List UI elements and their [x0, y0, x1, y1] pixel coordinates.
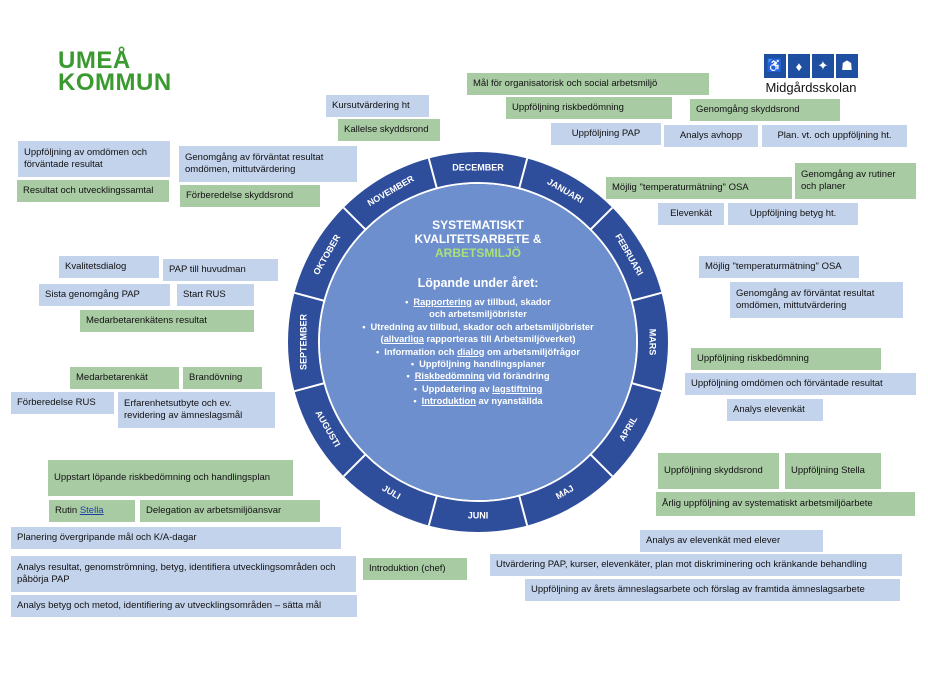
center-title-line: SYSTEMATISKT [432, 218, 524, 232]
month-label: JUNI [468, 510, 489, 520]
box-temp-osa-mar: Möjlig "temperaturmätning" OSA [699, 256, 859, 278]
box-genomg-forv-dec: Genomgång av förväntat resultat omdömen,… [179, 146, 357, 182]
center-content: SYSTEMATISKT KVALITETSARBETE & ARBETSMIL… [340, 218, 616, 408]
box-temp-osa-feb: Möjlig "temperaturmätning" OSA [606, 177, 792, 199]
umea-kommun-logo: UMEÅ KOMMUN [58, 47, 172, 96]
box-plan-vt: Plan. vt. och uppföljning ht. [762, 125, 907, 147]
logo-line-1: UMEÅ [58, 47, 131, 74]
logo-line-2: KOMMUN [58, 69, 172, 96]
box-start-rus: Start RUS [177, 284, 254, 306]
box-introduktion: Introduktion (chef) [363, 558, 467, 580]
center-title-line: KVALITETSARBETE & [414, 232, 542, 246]
box-elevenkat-feb: Elevenkät [658, 203, 724, 225]
box-uppf-skydd-maj: Uppföljning skyddsrond [658, 453, 779, 489]
logo-tiles: ♿ ♦ ✦ ☗ [764, 54, 858, 78]
box-uppf-omd-apr: Uppföljning omdömen och förväntade resul… [685, 373, 916, 395]
month-divider [517, 494, 529, 526]
center-title-line: ARBETSMILJÖ [434, 246, 521, 260]
month-divider [427, 494, 439, 526]
logo-school-name: Midgårdsskolan [765, 80, 857, 95]
running-list-item: Riskbedömning vid förändring [340, 370, 616, 382]
center-title: SYSTEMATISKT KVALITETSARBETE & ARBETSMIL… [340, 218, 616, 260]
running-list-item: Uppdatering av lagstiftning [340, 383, 616, 395]
running-heading: Löpande under året: [417, 276, 539, 290]
box-genomg-forv-mar: Genomgång av förväntat resultat omdömen,… [730, 282, 903, 318]
box-uppf-pap-jan: Uppföljning PAP [551, 123, 661, 145]
box-uppstart-risk: Uppstart löpande riskbedömning och handl… [48, 460, 293, 496]
month-label: DECEMBER [452, 162, 504, 172]
rutin-label: Rutin [55, 505, 78, 516]
box-medarb-resultat: Medarbetarenkätens resultat [80, 310, 254, 332]
box-analys-elevenkat: Analys elevenkät [727, 399, 823, 421]
month-divider [342, 453, 367, 478]
box-mal-org: Mål för organisatorisk och social arbets… [467, 73, 709, 95]
box-arlig-uppf: Årlig uppföljning av systematiskt arbets… [656, 492, 915, 516]
figure-icon: ♦ [788, 54, 810, 78]
running-list-item: Utredning av tillbud, skador och arbetsm… [340, 321, 616, 333]
running-list-item: (allvarliga rapporteras till Arbetsmiljö… [380, 334, 576, 345]
box-uppf-stella: Uppföljning Stella [785, 453, 881, 489]
month-divider [294, 381, 326, 393]
box-planering: Planering övergripande mål och K/A-dagar [11, 527, 341, 549]
box-uppf-risk-jan: Uppföljning riskbedömning [506, 97, 672, 119]
inner-circle [320, 184, 636, 500]
inner-ring-border [318, 182, 638, 502]
running-list-item: Rapportering av tillbud, skador [340, 296, 616, 308]
month-divider [589, 453, 614, 478]
box-genomg-rutiner: Genomgång av rutiner och planer [795, 163, 916, 199]
box-pap-huvudman: PAP till huvudman [163, 259, 278, 281]
box-uppf-amneslag: Uppföljning av årets ämneslagsarbete och… [525, 579, 900, 601]
month-divider [517, 158, 529, 190]
month-divider [589, 206, 614, 231]
box-forb-skydd-dec: Förberedelse skyddsrond [180, 185, 320, 207]
box-sista-pap: Sista genomgång PAP [39, 284, 170, 306]
month-divider [294, 291, 326, 303]
box-kallelse-skydd: Kallelse skyddsrond [338, 119, 440, 141]
box-analys-res: Analys resultat, genomströmning, betyg, … [11, 556, 356, 592]
running-list-item: Information och dialog om arbetsmiljöfrå… [340, 346, 616, 358]
running-list-item: och arbetsmiljöbrister [429, 309, 527, 320]
month-label: MARS [648, 329, 658, 356]
box-uppf-risk-apr: Uppföljning riskbedömning [691, 348, 881, 370]
box-brandovning: Brandövning [183, 367, 262, 389]
month-divider [630, 381, 662, 393]
box-kursutv: Kursutvärdering ht [326, 95, 429, 117]
box-analys-betyg: Analys betyg och metod, identifiering av… [11, 595, 357, 617]
box-medarbetarenkat: Medarbetarenkät [70, 367, 179, 389]
stella-link[interactable]: Stella [79, 505, 104, 516]
running-list-item: Uppföljning handlingsplaner [340, 358, 616, 370]
figure-icon: ♿ [764, 54, 786, 78]
midgardsskolan-logo: ♿ ♦ ✦ ☗ Midgårdsskolan [764, 54, 858, 95]
box-delegation: Delegation av arbetsmiljöansvar [140, 500, 320, 522]
figure-icon: ✦ [812, 54, 834, 78]
box-analys-elev-med: Analys av elevenkät med elever [640, 530, 823, 552]
box-utvardering-pap: Utvärdering PAP, kurser, elevenkäter, pl… [490, 554, 902, 576]
month-label: SEPTEMBER [298, 313, 308, 370]
running-list-item: Introduktion av nyanställda [340, 395, 616, 407]
box-resultat-samtal: Resultat och utvecklingssamtal [17, 180, 169, 202]
box-analys-avhopp: Analys avhopp [664, 125, 758, 147]
month-divider [630, 291, 662, 303]
month-divider [342, 206, 367, 231]
box-genomg-skydd-jan: Genomgång skyddsrond [690, 99, 840, 121]
figure-icon: ☗ [836, 54, 858, 78]
box-rutin: Rutin Stella [49, 500, 135, 522]
box-uppf-betyg: Uppföljning betyg ht. [728, 203, 858, 225]
box-kvalitetsdialog: Kvalitetsdialog [59, 256, 159, 278]
box-erfarenhet: Erfarenhetsutbyte och ev. revidering av … [118, 392, 275, 428]
month-divider [427, 158, 439, 190]
box-uppf-omd-dec: Uppföljning av omdömen och förväntade re… [18, 141, 170, 177]
box-forb-rus: Förberedelse RUS [11, 392, 114, 414]
